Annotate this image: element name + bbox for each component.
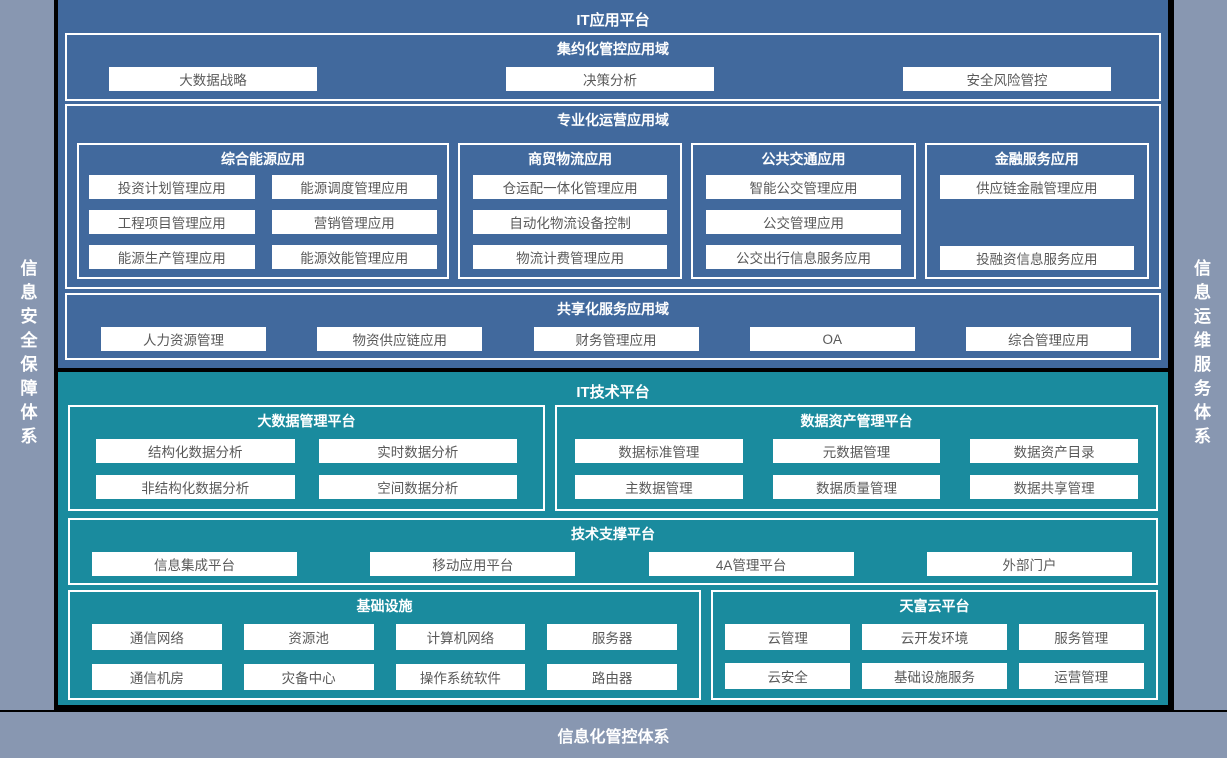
item-box: 通信网络 (92, 624, 222, 650)
shared-items-row: 人力资源管理 物资供应链应用 财务管理应用 OA 综合管理应用 (67, 319, 1159, 351)
cloud-items-grid: 云管理 云开发环境 服务管理 云安全 基础设施服务 运营管理 (713, 616, 1156, 689)
finance-group: 金融服务应用 供应链金融管理应用 投融资信息服务应用 (924, 143, 1149, 279)
energy-group-title: 综合能源应用 (221, 151, 305, 167)
tech-support-group: 技术支撑平台 信息集成平台 移动应用平台 4A管理平台 外部门户 (68, 518, 1158, 585)
shared-service-domain: 共享化服务应用域 人力资源管理 物资供应链应用 财务管理应用 OA 综合管理应用 (65, 293, 1161, 360)
shared-domain-title: 共享化服务应用域 (557, 301, 669, 317)
professional-operation-domain: 专业化运营应用域 综合能源应用 投资计划管理应用 能源调度管理应用 工程项目管理… (65, 104, 1161, 289)
data-asset-items-grid: 数据标准管理 元数据管理 数据资产目录 主数据管理 数据质量管理 数据共享管理 (557, 431, 1156, 499)
item-box: 自动化物流设备控制 (473, 210, 668, 234)
main-content: IT应用平台 集约化管控应用域 大数据战略 决策分析 安全风险管控 专业化运营应… (58, 0, 1168, 710)
item-box: 智能公交管理应用 (706, 175, 901, 199)
item-box: 空间数据分析 (318, 475, 517, 499)
item-box: 大数据战略 (109, 67, 317, 91)
intensive-control-domain: 集约化管控应用域 大数据战略 决策分析 安全风险管控 (65, 33, 1161, 101)
item-box: 决策分析 (506, 67, 714, 91)
item-box: 运营管理 (1018, 663, 1144, 689)
item-box: 仓运配一体化管理应用 (473, 175, 668, 199)
item-box: 云安全 (725, 663, 851, 689)
item-box: 能源生产管理应用 (89, 245, 255, 269)
item-box: 人力资源管理 (101, 327, 266, 351)
transport-items-col: 智能公交管理应用 公交管理应用 公交出行信息服务应用 (693, 169, 913, 269)
item-box: 云开发环境 (862, 624, 1007, 650)
data-asset-group: 数据资产管理平台 数据标准管理 元数据管理 数据资产目录 主数据管理 数据质量管… (555, 405, 1158, 511)
security-sidebar: 信息安全保障体系 (0, 0, 54, 710)
item-box: 安全风险管控 (903, 67, 1111, 91)
logistics-items-col: 仓运配一体化管理应用 自动化物流设备控制 物流计费管理应用 (460, 169, 680, 269)
item-box: 计算机网络 (395, 624, 526, 650)
energy-group: 综合能源应用 投资计划管理应用 能源调度管理应用 工程项目管理应用 营销管理应用… (77, 143, 449, 279)
item-box: 数据共享管理 (970, 475, 1138, 499)
item-box: 财务管理应用 (533, 327, 699, 351)
item-box: 结构化数据分析 (96, 439, 295, 463)
tech-row-data: 大数据管理平台 结构化数据分析 实时数据分析 非结构化数据分析 空间数据分析 数… (68, 405, 1158, 511)
transport-group: 公共交通应用 智能公交管理应用 公交管理应用 公交出行信息服务应用 (691, 143, 916, 279)
bigdata-platform-group: 大数据管理平台 结构化数据分析 实时数据分析 非结构化数据分析 空间数据分析 (68, 405, 545, 511)
item-box: 服务管理 (1018, 624, 1144, 650)
it-tech-platform-title: IT技术平台 (576, 384, 650, 401)
it-app-platform-panel: IT应用平台 集约化管控应用域 大数据战略 决策分析 安全风险管控 专业化运营应… (58, 0, 1168, 368)
governance-bar: 信息化管控体系 (0, 712, 1227, 758)
item-box: 能源效能管理应用 (271, 245, 437, 269)
finance-items-col: 供应链金融管理应用 投融资信息服务应用 (927, 169, 1147, 270)
cloud-platform-group: 天富云平台 云管理 云开发环境 服务管理 云安全 基础设施服务 运营管理 (711, 590, 1158, 700)
it-app-platform-title: IT应用平台 (576, 12, 650, 29)
professional-domain-title: 专业化运营应用域 (557, 112, 669, 128)
tech-support-group-title: 技术支撑平台 (571, 526, 655, 542)
energy-items-grid: 投资计划管理应用 能源调度管理应用 工程项目管理应用 营销管理应用 能源生产管理… (79, 169, 447, 269)
logistics-group-title: 商贸物流应用 (528, 151, 613, 167)
item-box: 物流计费管理应用 (473, 245, 668, 269)
item-box: 投融资信息服务应用 (939, 246, 1134, 270)
item-box: 营销管理应用 (271, 210, 437, 234)
finance-group-title: 金融服务应用 (994, 151, 1079, 167)
item-box: 供应链金融管理应用 (939, 175, 1134, 199)
cloud-platform-group-title: 天富云平台 (899, 598, 970, 614)
item-box: 能源调度管理应用 (271, 175, 437, 199)
intensive-items-row: 大数据战略 决策分析 安全风险管控 (67, 59, 1159, 91)
item-box: 综合管理应用 (966, 327, 1131, 351)
transport-group-title: 公共交通应用 (761, 151, 846, 167)
item-box: 基础设施服务 (862, 663, 1007, 689)
tech-support-items-row: 信息集成平台 移动应用平台 4A管理平台 外部门户 (70, 544, 1156, 576)
infrastructure-group-title: 基础设施 (356, 598, 413, 614)
item-box: 物资供应链应用 (317, 327, 483, 351)
item-box: 4A管理平台 (648, 552, 854, 576)
item-box: 非结构化数据分析 (96, 475, 295, 499)
governance-bar-label: 信息化管控体系 (557, 729, 670, 746)
professional-groups: 综合能源应用 投资计划管理应用 能源调度管理应用 工程项目管理应用 营销管理应用… (77, 143, 1149, 279)
bigdata-group-title: 大数据管理平台 (257, 413, 356, 429)
item-box: 工程项目管理应用 (89, 210, 255, 234)
item-box: 公交出行信息服务应用 (706, 245, 901, 269)
item-box: 云管理 (725, 624, 851, 650)
item-box: OA (749, 327, 915, 351)
item-box: 资源池 (243, 624, 374, 650)
security-sidebar-label: 信息安全保障体系 (17, 259, 37, 451)
item-box: 实时数据分析 (318, 439, 517, 463)
bigdata-items-grid: 结构化数据分析 实时数据分析 非结构化数据分析 空间数据分析 (70, 431, 543, 499)
intensive-domain-title: 集约化管控应用域 (557, 41, 669, 57)
item-box: 移动应用平台 (370, 552, 576, 576)
item-box: 元数据管理 (772, 439, 941, 463)
ops-service-sidebar: 信息运维服务体系 (1174, 0, 1227, 710)
item-box: 服务器 (547, 624, 677, 650)
it-tech-platform-panel: IT技术平台 大数据管理平台 结构化数据分析 实时数据分析 非结构化数据分析 空… (58, 372, 1168, 705)
item-box: 信息集成平台 (92, 552, 297, 576)
item-box: 路由器 (547, 664, 677, 690)
infrastructure-group: 基础设施 通信网络 资源池 计算机网络 服务器 通信机房 灾备中心 操作系统软件… (68, 590, 701, 700)
item-box: 公交管理应用 (706, 210, 901, 234)
item-box: 数据资产目录 (970, 439, 1138, 463)
item-box: 操作系统软件 (395, 664, 526, 690)
item-box: 外部门户 (926, 552, 1132, 576)
item-box: 数据标准管理 (575, 439, 743, 463)
data-asset-group-title: 数据资产管理平台 (800, 413, 913, 429)
item-box: 数据质量管理 (772, 475, 941, 499)
infrastructure-items-grid: 通信网络 资源池 计算机网络 服务器 通信机房 灾备中心 操作系统软件 路由器 (70, 616, 699, 690)
item-box: 投资计划管理应用 (89, 175, 255, 199)
tech-row-infra: 基础设施 通信网络 资源池 计算机网络 服务器 通信机房 灾备中心 操作系统软件… (68, 590, 1158, 700)
item-box: 灾备中心 (243, 664, 374, 690)
ops-service-sidebar-label: 信息运维服务体系 (1191, 259, 1210, 451)
item-box: 主数据管理 (575, 475, 743, 499)
logistics-group: 商贸物流应用 仓运配一体化管理应用 自动化物流设备控制 物流计费管理应用 (458, 143, 683, 279)
item-box: 通信机房 (92, 664, 222, 690)
